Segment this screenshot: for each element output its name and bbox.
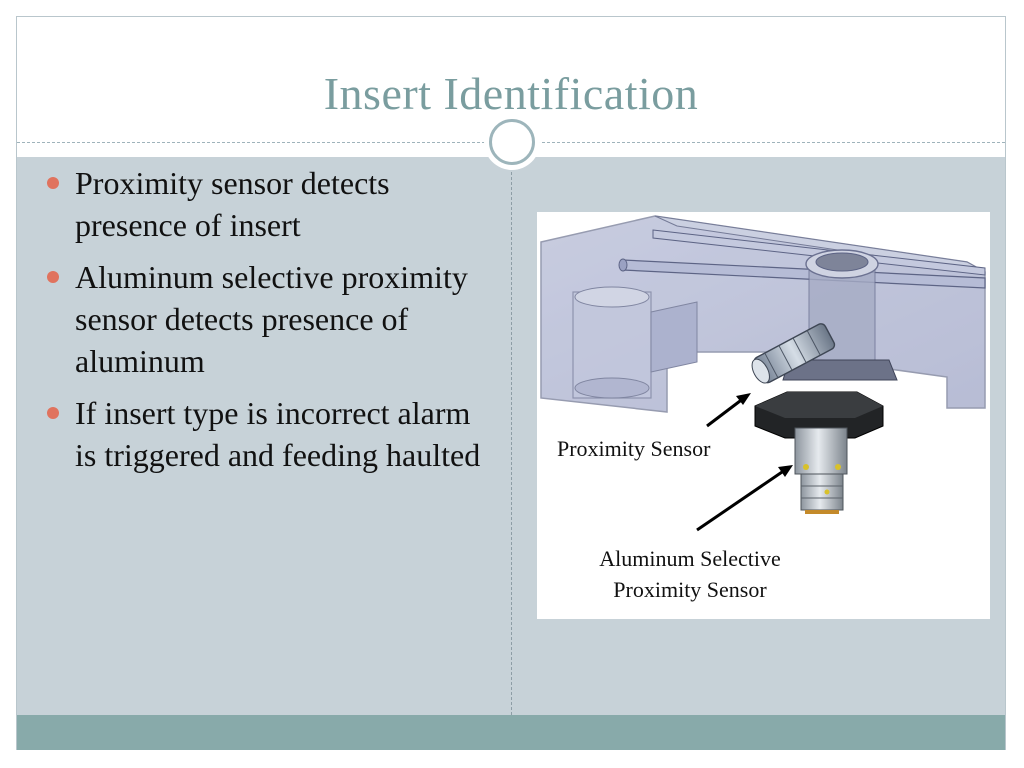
bullet-item: Aluminum selective proximity sensor dete…	[44, 256, 484, 382]
bullet-text: If insert type is incorrect alarm is tri…	[75, 395, 481, 473]
slide-title: Insert Identification	[323, 68, 699, 119]
bullet-dot-icon	[47, 177, 59, 189]
bullet-dot-icon	[47, 271, 59, 283]
aluminum-sensor-label-line2: Proximity Sensor	[613, 577, 767, 602]
hex-nut	[754, 391, 884, 439]
bullet-list: Proximity sensor detects presence of ins…	[44, 162, 484, 486]
column-divider	[511, 157, 512, 715]
proximity-sensor-label: Proximity Sensor	[557, 436, 711, 461]
side-proximity-sensor	[751, 323, 836, 384]
aluminum-sensor-body	[794, 427, 848, 514]
aluminum-sensor-label-line1: Aluminum Selective	[599, 546, 781, 571]
bullet-text: Aluminum selective proximity sensor dete…	[75, 259, 468, 379]
bullet-text: Proximity sensor detects presence of ins…	[75, 165, 390, 243]
bullet-item: Proximity sensor detects presence of ins…	[44, 162, 484, 246]
bullet-dot-icon	[47, 407, 59, 419]
footer-bar	[17, 715, 1005, 750]
sensor-assembly-figure	[537, 212, 990, 619]
callout-arrows	[696, 393, 793, 532]
aluminum-sensor-label: Aluminum Selective Proximity Sensor	[540, 543, 840, 605]
sensor-assembly-drawing	[540, 215, 986, 532]
circle-ornament-icon	[484, 114, 540, 170]
bullet-item: If insert type is incorrect alarm is tri…	[44, 392, 484, 476]
